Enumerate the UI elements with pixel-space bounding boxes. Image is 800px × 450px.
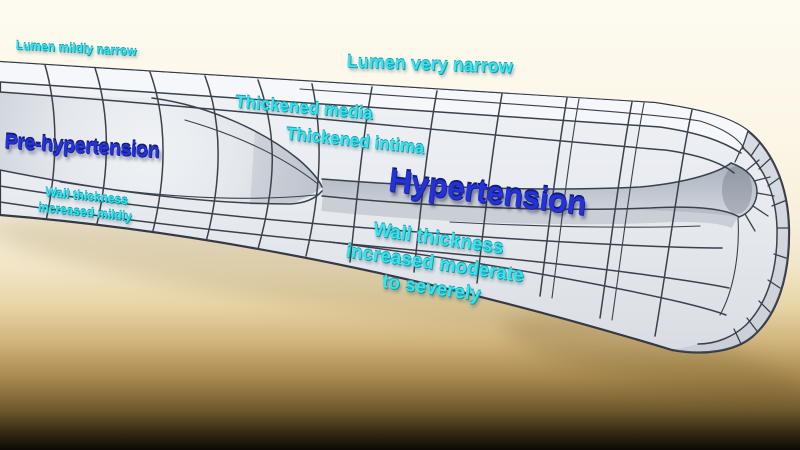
vessel-body [0, 60, 791, 354]
ground-shadow [0, 215, 797, 400]
vessel-wireframe [0, 64, 790, 345]
